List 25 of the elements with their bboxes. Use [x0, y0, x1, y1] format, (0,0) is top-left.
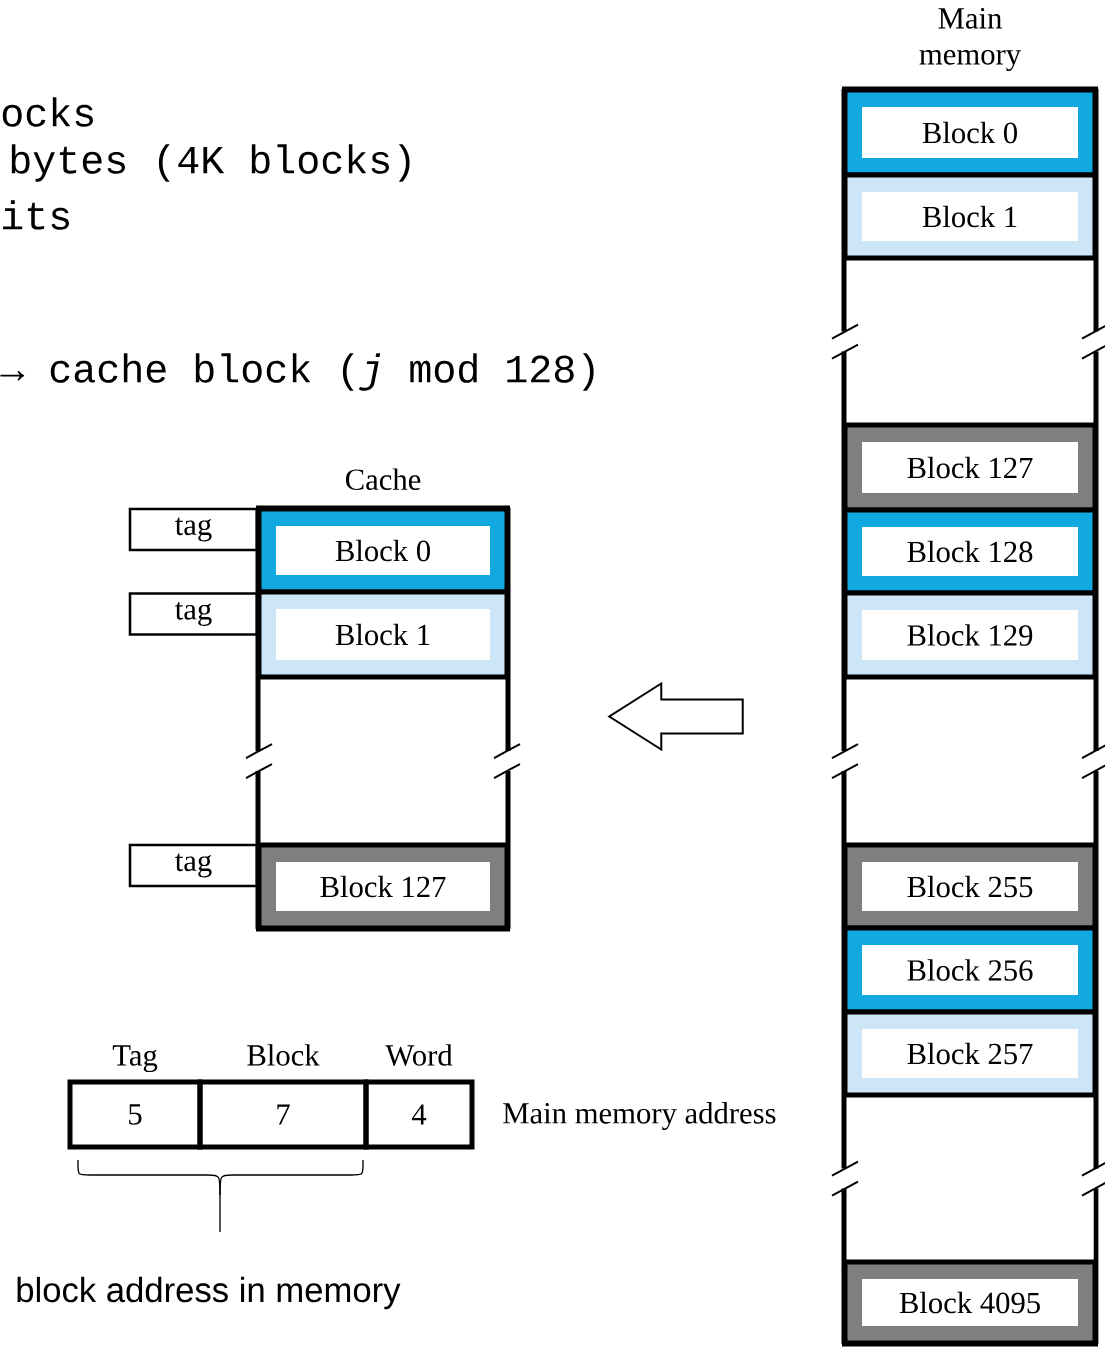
memory-block: Block 1 — [842, 172, 1098, 261]
memory-block: Block 127 — [256, 842, 510, 931]
memory-block: Block 255 — [842, 842, 1098, 931]
code-text: ocks — [2, 97, 93, 127]
memory-block: Block 257 — [842, 1009, 1098, 1098]
memory-block: Block 256 — [842, 925, 1098, 1015]
hollow-arrow — [607, 681, 744, 752]
address-caption: Main memory address — [503, 1102, 776, 1130]
memory-block: Block 4095 — [842, 1259, 1098, 1346]
memory-block: Block 129 — [842, 590, 1098, 680]
memory-block: Block 1 — [256, 589, 510, 680]
memory-block: Block 128 — [842, 507, 1098, 596]
code-text: its — [3, 200, 69, 230]
tag-box: tag — [128, 507, 259, 552]
node-label: Word — [385, 1044, 453, 1066]
memory-block: Block 0 — [256, 506, 510, 595]
tag-box: tag — [128, 843, 259, 888]
code-text: bytes (4K blocks) — [11, 144, 410, 182]
brace-caption: block address in memory — [17, 1276, 401, 1310]
memory-block: Block 0 — [842, 87, 1098, 178]
node-label: Tag — [112, 1045, 158, 1073]
memory-block: Block 127 — [842, 422, 1098, 513]
node-label: Block — [247, 1044, 320, 1066]
code-text: → cache block (j mod 128) — [0, 353, 594, 391]
tag-box: tag — [128, 592, 259, 636]
